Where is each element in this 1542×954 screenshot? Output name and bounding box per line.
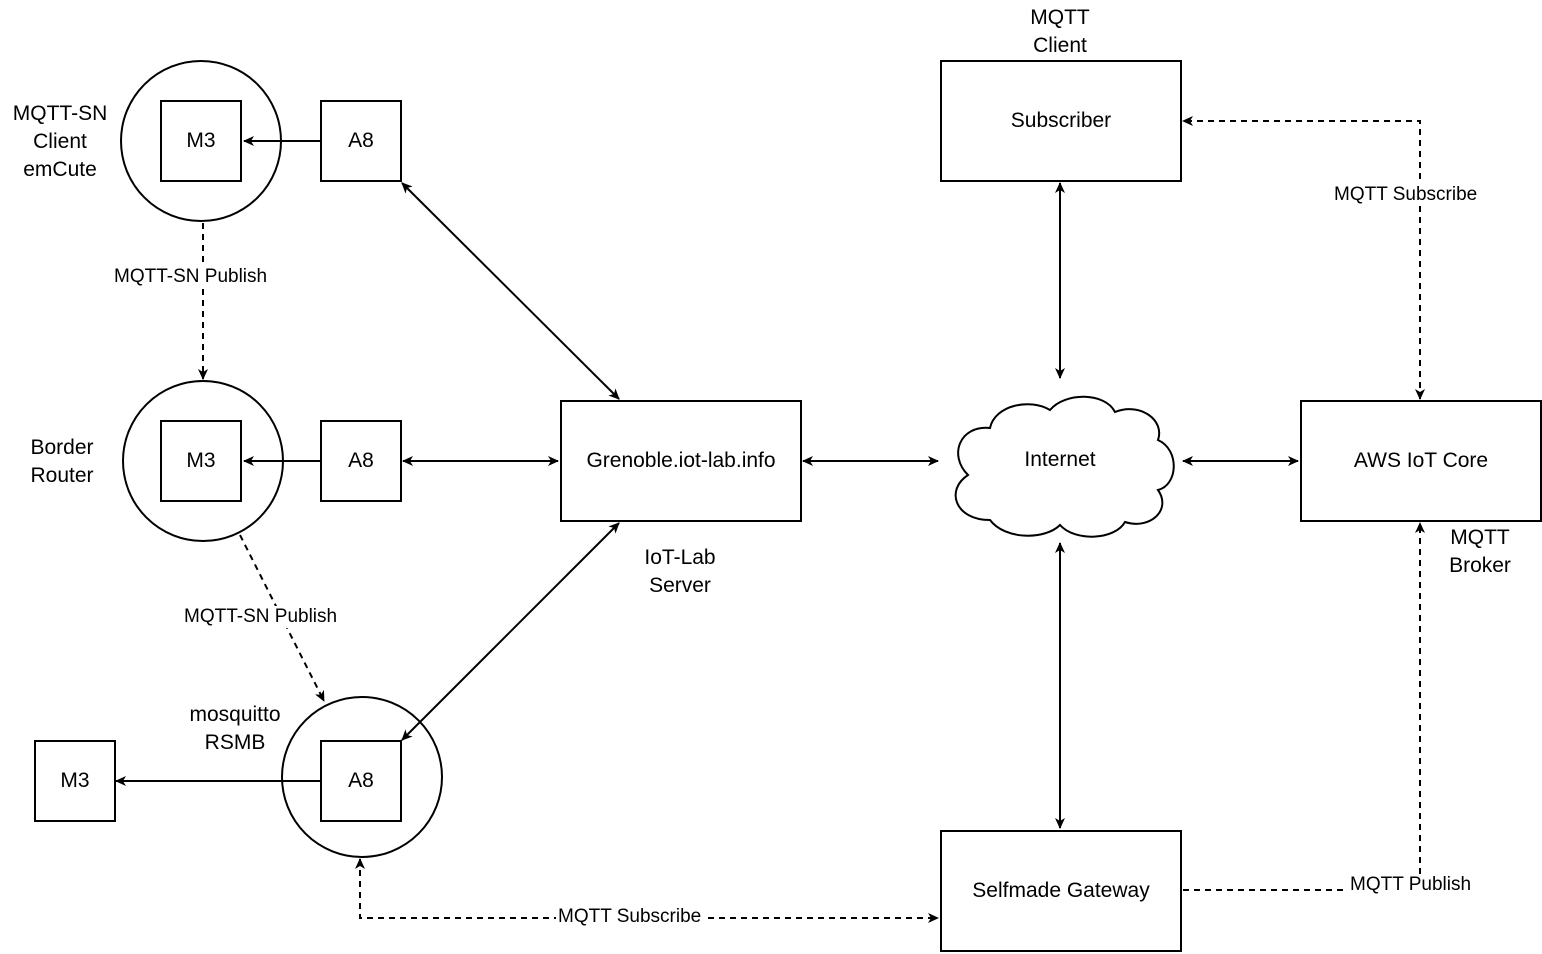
- internet-label: Internet: [1024, 448, 1096, 471]
- edge-subscribe-rsmb-to-gateway: [355, 858, 939, 923]
- selfmade-gateway-node: Selfmade Gateway: [940, 830, 1182, 952]
- m3-border-node: M3: [160, 420, 242, 502]
- a8-rsmb-node: A8: [320, 740, 402, 822]
- rsmb-circle: [281, 696, 443, 858]
- edge-label-publish-aws: MQTT Publish: [1348, 874, 1474, 896]
- edge-label-subscribe-aws: MQTT Subscribe: [1332, 184, 1480, 206]
- edge-label-subscribe-gateway: MQTT Subscribe: [556, 906, 704, 928]
- border-router-annotation: Border Router: [30, 436, 94, 487]
- mqttsn-client-annotation: MQTT-SN Client emCute: [12, 102, 108, 181]
- iotlab-server-annotation: IoT-Lab Server: [644, 546, 716, 597]
- edge-publish-gateway-to-aws: [1183, 522, 1425, 891]
- mqtt-client-annotation: MQTT Client: [1030, 6, 1090, 57]
- mqtt-broker-annotation: MQTT Broker: [1449, 526, 1511, 577]
- a8-border-node: A8: [320, 420, 402, 502]
- edge-subscribe-aws-to-subscriber: [1182, 116, 1425, 400]
- aws-iot-core-node: AWS IoT Core: [1300, 400, 1542, 522]
- m3-bottom-node: M3: [34, 740, 116, 822]
- grenoble-server-node: Grenoble.iot-lab.info: [560, 400, 802, 522]
- internet-cloud-icon: [954, 395, 1175, 538]
- edge-a8-grenoble-bottom: [401, 522, 620, 741]
- m3-client-node: M3: [160, 100, 242, 182]
- edge-label-publish-1: MQTT-SN Publish: [112, 266, 270, 288]
- mosquitto-rsmb-annotation: mosquitto RSMB: [189, 703, 281, 754]
- edge-a8-grenoble-top: [401, 182, 620, 400]
- subscriber-node: Subscriber: [940, 60, 1182, 182]
- edge-label-publish-2: MQTT-SN Publish: [182, 606, 340, 628]
- a8-client-node: A8: [320, 100, 402, 182]
